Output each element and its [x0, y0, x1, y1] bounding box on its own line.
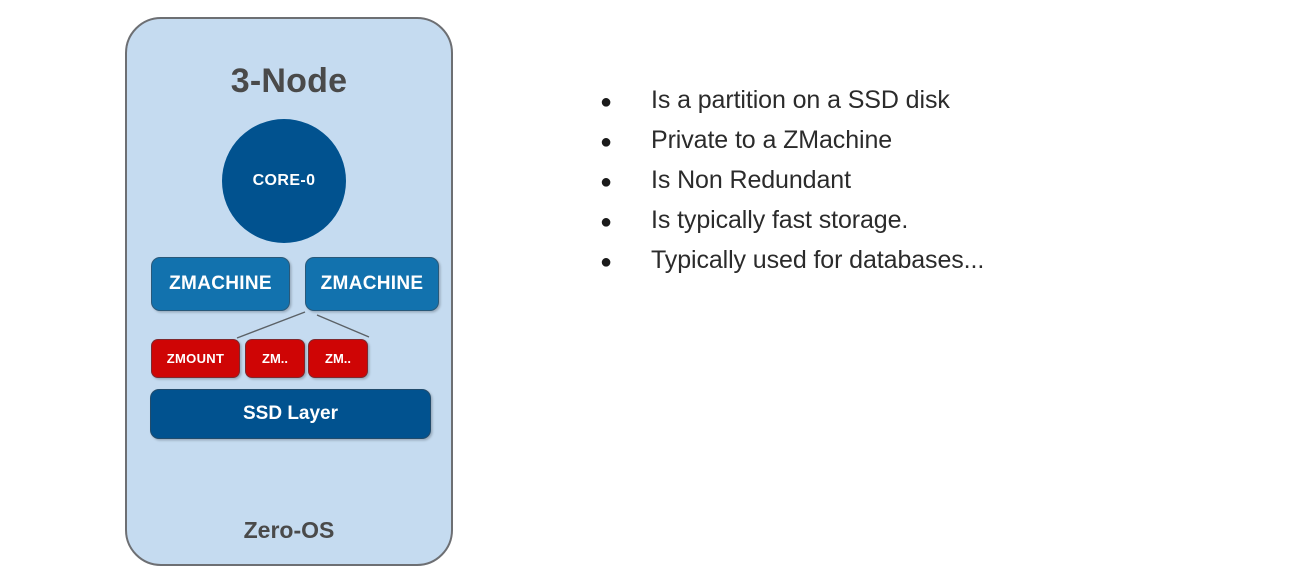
bullet-dot-icon: ● — [600, 211, 613, 233]
node-title: 3-Node — [230, 62, 348, 100]
list-item-label: Is typically fast storage. — [651, 206, 909, 234]
zmachine-label-0: ZMACHINE — [169, 273, 272, 294]
zmachine-box-1[interactable]: ZMACHINE — [305, 257, 439, 311]
node-panel: 3-Node CORE-0 ZMACHINE ZMACHINE ZMOUNT Z… — [125, 17, 453, 566]
bullet-dot-icon: ● — [600, 251, 613, 273]
list-item: ● Private to a ZMachine — [600, 126, 1240, 166]
list-item: ● Typically used for databases... — [600, 246, 1240, 286]
list-item: ● Is a partition on a SSD disk — [600, 86, 1240, 126]
ssd-layer-box[interactable]: SSD Layer — [150, 389, 431, 439]
zmount-box-2[interactable]: ZM.. — [308, 339, 368, 378]
list-item: ● Is typically fast storage. — [600, 206, 1240, 246]
zero-os-label: Zero-OS — [243, 517, 335, 543]
zmount-label-2: ZM.. — [325, 351, 351, 366]
core-label: CORE-0 — [252, 172, 316, 189]
list-item-label: Is Non Redundant — [651, 166, 851, 194]
zmachine-label-1: ZMACHINE — [320, 273, 424, 294]
bullet-list: ● Is a partition on a SSD disk ● Private… — [600, 86, 1240, 286]
connector-zmachine1-to-zmount1 — [236, 311, 306, 339]
bullet-dot-icon: ● — [600, 171, 613, 193]
zmount-label-1: ZM.. — [262, 351, 288, 366]
list-item-label: Typically used for databases... — [651, 246, 985, 274]
list-item-label: Private to a ZMachine — [651, 126, 893, 154]
zmount-box-1[interactable]: ZM.. — [245, 339, 305, 378]
zmachine-box-0[interactable]: ZMACHINE — [151, 257, 290, 311]
bullet-dot-icon: ● — [600, 131, 613, 153]
list-item-label: Is a partition on a SSD disk — [651, 86, 950, 114]
zmount-box-0[interactable]: ZMOUNT — [151, 339, 240, 378]
zmount-label-0: ZMOUNT — [166, 351, 225, 366]
core-node-circle[interactable]: CORE-0 — [222, 119, 346, 243]
bullet-dot-icon: ● — [600, 91, 613, 113]
ssd-layer-label: SSD Layer — [242, 403, 339, 424]
connector-zmachine1-to-zmount2 — [316, 314, 370, 338]
list-item: ● Is Non Redundant — [600, 166, 1240, 206]
